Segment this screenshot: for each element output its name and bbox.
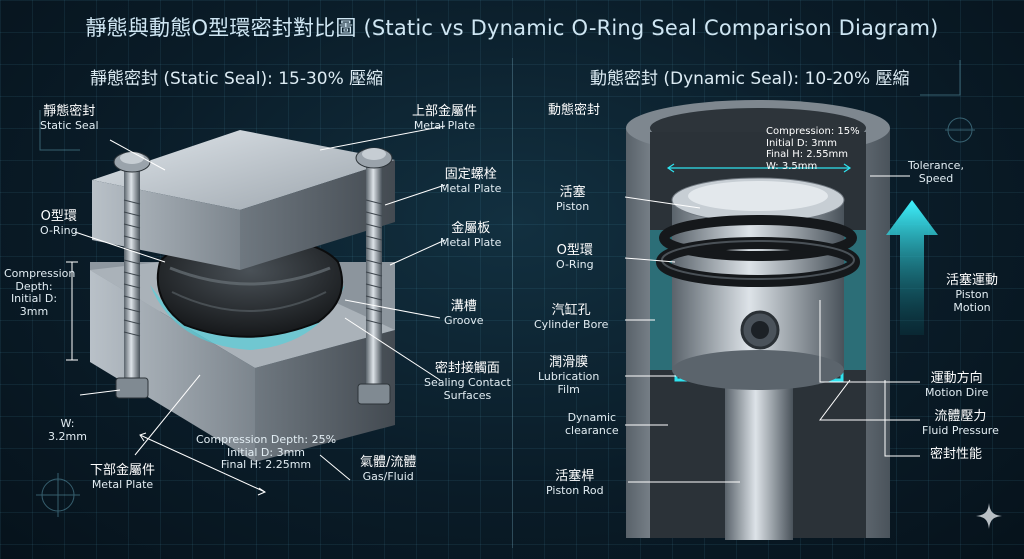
label-dynamic-oring: O型環 O-Ring	[556, 243, 594, 271]
label-seal-performance: 密封性能	[930, 447, 983, 462]
dynamic-panel-heading: 動態密封 (Dynamic Seal): 10-20% 壓縮	[590, 69, 910, 89]
label-dynamic-compression: Compression: 15% Initial D: 3mm Final H:…	[766, 126, 860, 172]
label-groove: 溝槽 Groove	[444, 299, 484, 327]
page-title: 靜態與動態O型環密封對比圖 (Static vs Dynamic O-Ring …	[85, 16, 939, 40]
label-motion-direction: 運動方向 Motion Dire	[925, 371, 989, 399]
label-static-seal: 靜態密封 Static Seal	[40, 104, 99, 132]
label-dynamic-clearance: Dynamic clearance	[565, 411, 619, 437]
label-width: W: 3.2mm	[48, 417, 87, 443]
label-tolerance-speed: Tolerance, Speed	[908, 159, 964, 185]
label-fixing-bolt: 固定螺栓 Metal Plate	[440, 167, 502, 195]
blueprint-marks	[36, 60, 975, 517]
label-lubrication-film: 潤滑膜 Lubrication Film	[538, 355, 600, 396]
static-panel-heading: 靜態密封 (Static Seal): 15-30% 壓縮	[90, 69, 384, 89]
label-top-metal-plate: 上部金屬件 Metal Plate	[412, 104, 478, 132]
label-compression-depth: Compression Depth: Initial D: 3mm	[4, 267, 76, 318]
piston-body	[671, 177, 845, 390]
label-piston-rod: 活塞桿 Piston Rod	[546, 469, 604, 497]
sparkle-icon	[976, 503, 1002, 529]
left-bolt	[113, 151, 151, 399]
dynamic-dimension-lines	[666, 163, 852, 173]
dynamic-leader-lines	[624, 175, 920, 483]
label-dynamic-seal: 動態密封	[548, 103, 601, 118]
label-gas-fluid: 氣體/流體 Gas/Fluid	[360, 455, 417, 483]
motion-arrow	[886, 200, 938, 335]
right-bolt	[355, 147, 393, 405]
label-metal-plate: 金屬板 Metal Plate	[440, 221, 502, 249]
label-piston-motion: 活塞運動 Piston Motion	[946, 273, 999, 314]
label-compression-note: Compression Depth: 25% Initial D: 3mm Fi…	[196, 433, 337, 472]
label-bottom-metal-plate: 下部金屬件 Metal Plate	[90, 463, 156, 491]
label-cylinder-bore: 汽缸孔 Cylinder Bore	[534, 303, 609, 331]
groove	[150, 285, 345, 350]
panel-divider	[512, 58, 513, 548]
label-static-oring: O型環 O-Ring	[40, 209, 78, 237]
label-piston: 活塞 Piston	[556, 185, 590, 213]
dynamic-oring	[656, 215, 860, 287]
label-sealing-contact: 密封接觸面 Sealing Contact Surfaces	[424, 361, 511, 402]
static-dimension-lines	[66, 261, 267, 496]
label-fluid-pressure: 流體壓力 Fluid Pressure	[922, 409, 999, 437]
static-leader-lines	[74, 125, 446, 481]
